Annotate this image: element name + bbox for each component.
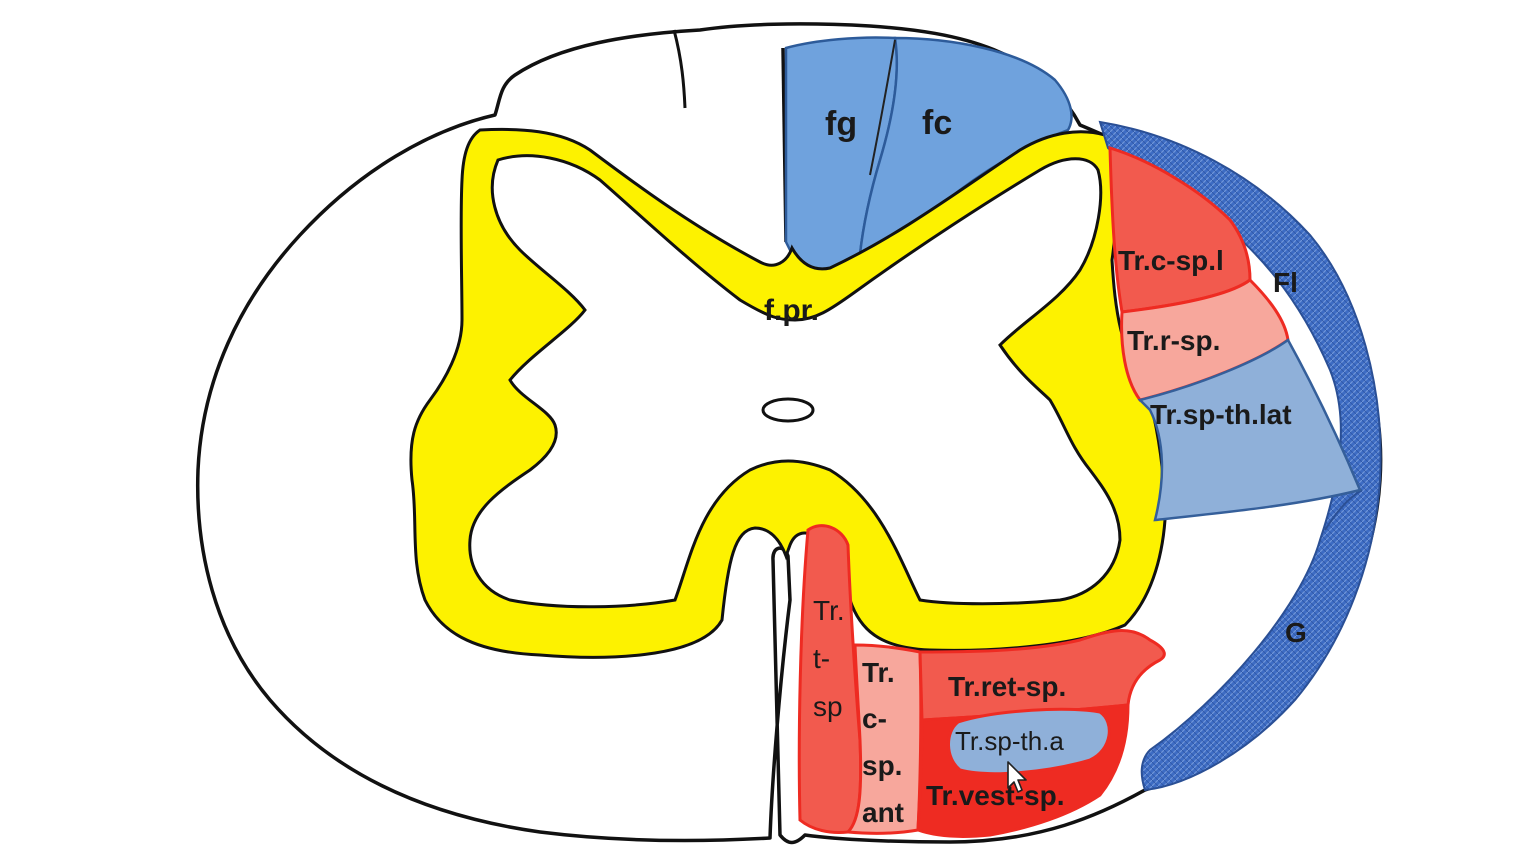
label-vestibulospinal: Tr.vest-sp. [926,780,1065,811]
label-anterior-corticospinal-line4: ant [862,797,904,828]
label-anterior-spinothalamic: Tr.sp-th.a [955,726,1064,756]
label-anterior-corticospinal-line3: sp. [862,750,902,781]
label-reticulospinal: Tr.ret-sp. [948,671,1066,702]
label-fasciculus-proprius: f.pr. [764,294,819,327]
label-lateral-spinothalamic: Tr.sp-th.lat [1150,399,1292,430]
dorsal-septum-line [672,29,687,109]
central-canal [761,397,815,423]
label-tectospinal-line3: sp [813,691,843,722]
label-lateral-corticospinal: Tr.c-sp.l [1118,245,1224,276]
lateral-spinothalamic-tract [1137,338,1362,522]
label-fasciculus-cuneatus: fc [922,104,952,142]
label-anterior-corticospinal-line1: Tr. [862,657,895,688]
label-fasciculus-gracilis: fg [825,105,857,143]
label-rubrospinal: Tr.r-sp. [1127,325,1220,356]
gray-matter-inner-white [468,154,1122,609]
gracilis-cuneatus-divider [869,39,896,176]
anterior-spinothalamic-tract [947,707,1111,776]
label-g: G [1285,617,1307,648]
cerebellar-tract-band [1098,120,1382,792]
fl-g-divider [1324,489,1363,531]
label-tectospinal-line2: t- [813,643,830,674]
label-tectospinal-line1: Tr. [813,595,845,626]
label-fl: Fl [1273,267,1298,298]
label-anterior-corticospinal-line2: c- [862,703,887,734]
mouse-cursor-icon [1007,761,1027,793]
